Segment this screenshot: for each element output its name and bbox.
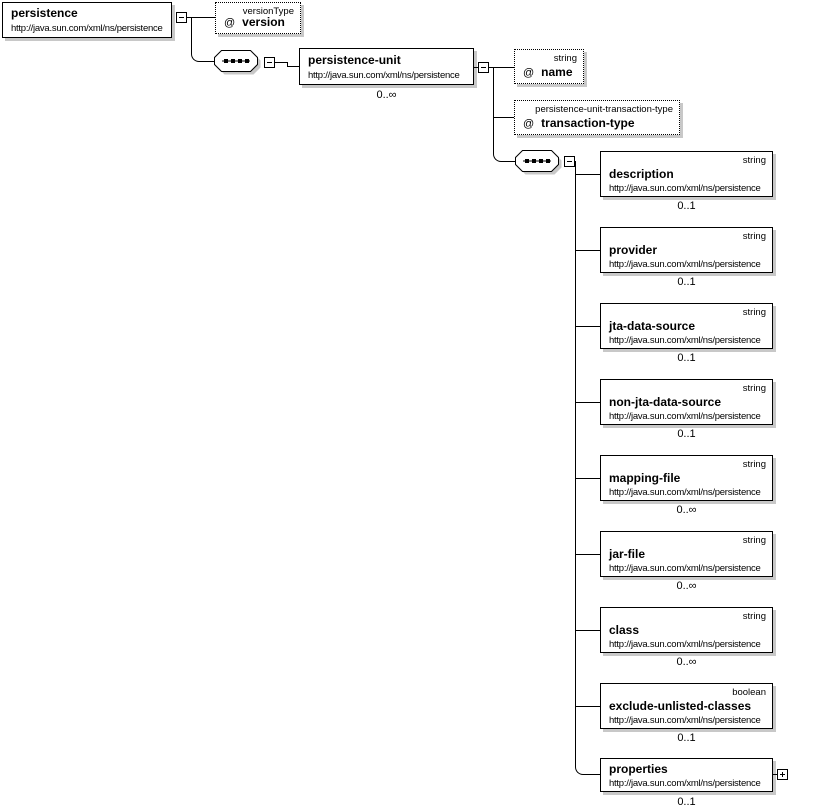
connector-line [575,554,600,555]
element-type: string [742,459,766,470]
element-namespace: http://java.sun.com/xml/ns/persistence [609,183,761,194]
element-name: exclude-unlisted-classes [609,699,752,713]
element-provider[interactable]: string provider http://java.sun.com/xml/… [600,227,773,273]
element-namespace: http://java.sun.com/xml/ns/persistence [11,23,163,34]
attribute-version[interactable]: versionType @ version [215,2,301,34]
cardinality-label: 0..1 [677,200,696,212]
at-sign: @ [224,17,236,29]
attribute-row: @ name [523,65,573,79]
expand-icon[interactable] [777,769,788,780]
element-jar-file[interactable]: string jar-file http://java.sun.com/xml/… [600,531,773,577]
connector-line [575,402,600,403]
cardinality-label: 0..∞ [676,504,697,516]
connector-curve [493,67,515,162]
minus-glyph [481,67,486,68]
element-name: persistence-unit [308,53,401,67]
element-namespace: http://java.sun.com/xml/ns/persistence [609,411,761,422]
element-name: jta-data-source [609,319,696,333]
connector-line [575,174,600,175]
connector-line [575,706,600,707]
cardinality-label: 0..∞ [676,580,697,592]
connector-line [773,774,778,775]
element-name: jar-file [609,547,646,561]
connector-line [575,630,600,631]
connector-line [275,62,288,63]
connector-line [575,478,600,479]
collapse-icon[interactable] [478,62,489,73]
at-sign: @ [523,118,535,130]
element-name: persistence [11,6,78,20]
element-type: boolean [732,687,766,698]
cardinality-label: 0..1 [677,796,696,808]
element-type: string [742,231,766,242]
element-mapping-file[interactable]: string mapping-file http://java.sun.com/… [600,455,773,501]
sequence-icon[interactable] [515,150,564,181]
element-namespace: http://java.sun.com/xml/ns/persistence [609,563,761,574]
element-namespace: http://java.sun.com/xml/ns/persistence [609,778,761,789]
element-type: string [742,383,766,394]
element-type: string [742,535,766,546]
attribute-row: @ transaction-type [523,116,635,130]
connector-line [474,67,479,68]
attribute-name: version [242,15,285,29]
plus-glyph [782,772,783,777]
attribute-transaction-type[interactable]: persistence-unit-transaction-type @ trans… [514,100,680,135]
element-namespace: http://java.sun.com/xml/ns/persistence [609,335,761,346]
connector-line [287,62,288,67]
cardinality-label: 0..1 [677,352,696,364]
element-name: non-jta-data-source [609,395,722,409]
collapse-icon[interactable] [264,57,275,68]
element-name: provider [609,243,658,257]
cardinality-label: 0..∞ [676,656,697,668]
connector-line [187,17,215,18]
attribute-name-text: transaction-type [541,116,635,130]
collapse-icon[interactable] [564,156,575,167]
connector-line [493,117,514,118]
element-non-jta-data-source[interactable]: string non-jta-data-source http://java.s… [600,379,773,425]
connector-curve [191,17,215,62]
element-namespace: http://java.sun.com/xml/ns/persistence [308,70,460,81]
element-properties[interactable]: properties http://java.sun.com/xml/ns/pe… [600,758,773,792]
minus-glyph [267,62,272,63]
element-type: string [742,307,766,318]
attribute-type: persistence-unit-transaction-type [535,104,673,115]
connector-trunk [575,161,600,775]
element-exclude-unlisted-classes[interactable]: boolean exclude-unlisted-classes http://… [600,683,773,729]
connector-line [287,66,299,67]
attribute-row: @ version [224,15,285,29]
element-jta-data-source[interactable]: string jta-data-source http://java.sun.c… [600,303,773,349]
at-sign: @ [523,67,535,79]
element-name: class [609,623,640,637]
cardinality-label: 0..∞ [376,89,397,101]
element-namespace: http://java.sun.com/xml/ns/persistence [609,715,761,726]
cardinality-label: 0..1 [677,428,696,440]
element-class[interactable]: string class http://java.sun.com/xml/ns/… [600,607,773,653]
element-description[interactable]: string description http://java.sun.com/x… [600,151,773,197]
sequence-icon[interactable] [214,50,263,81]
connector-line [575,250,600,251]
element-persistence[interactable]: persistence http://java.sun.com/xml/ns/p… [2,2,172,38]
attribute-name-text: name [541,65,573,79]
attribute-type: string [553,53,577,64]
element-name: mapping-file [609,471,681,485]
element-type: string [742,155,766,166]
minus-glyph [567,161,572,162]
element-name: description [609,167,674,181]
attribute-type: versionType [242,6,294,17]
connector-line [575,326,600,327]
attribute-name[interactable]: string @ name [514,49,584,84]
element-namespace: http://java.sun.com/xml/ns/persistence [609,487,761,498]
cardinality-label: 0..1 [677,276,696,288]
connector-line [489,67,514,68]
element-namespace: http://java.sun.com/xml/ns/persistence [609,639,761,650]
element-name: properties [609,762,668,776]
element-type: string [742,611,766,622]
minus-glyph [179,17,184,18]
collapse-icon[interactable] [176,12,187,23]
cardinality-label: 0..1 [677,732,696,744]
element-persistence-unit[interactable]: persistence-unit http://java.sun.com/xml… [299,48,474,85]
element-namespace: http://java.sun.com/xml/ns/persistence [609,259,761,270]
